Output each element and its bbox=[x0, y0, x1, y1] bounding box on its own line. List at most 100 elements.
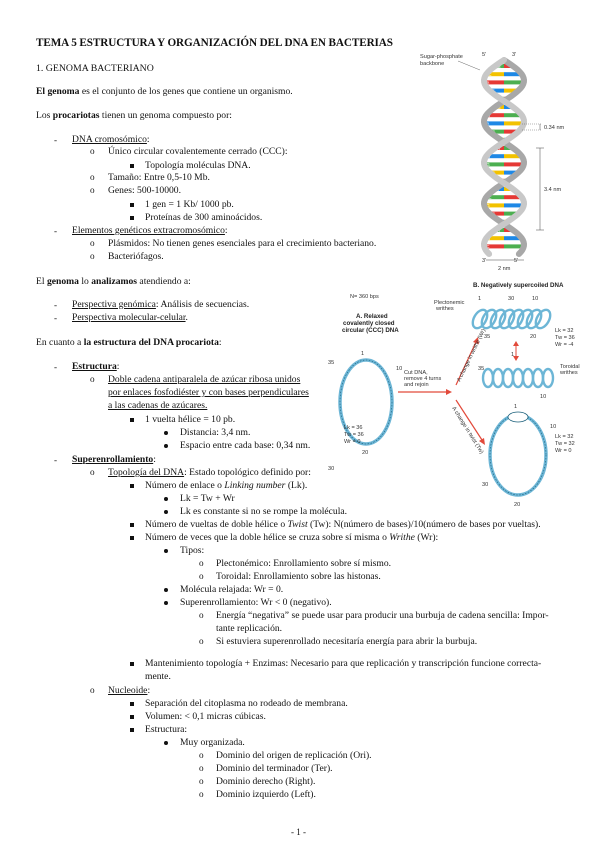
square-bullet bbox=[130, 536, 134, 540]
perspectiva-molecular: Perspectiva molecular-celular. bbox=[72, 312, 188, 323]
circle-bullet: o bbox=[90, 185, 95, 195]
twist-line: Número de vueltas de doble hélice o Twis… bbox=[145, 519, 541, 530]
circle-bullet: o bbox=[199, 750, 204, 760]
procariotas-line: Los procariotas tienen un genoma compues… bbox=[36, 110, 232, 121]
base-pair-half bbox=[486, 195, 504, 200]
base-pair-half bbox=[504, 154, 522, 159]
position-number: 10 bbox=[550, 424, 556, 430]
square-bullet bbox=[130, 728, 134, 732]
square-bullet bbox=[130, 523, 134, 527]
base-pair-half bbox=[504, 80, 524, 85]
circle-bullet: o bbox=[199, 763, 204, 773]
circle-bullet: o bbox=[90, 685, 95, 695]
toroidal-loop bbox=[521, 367, 535, 389]
list-item: Lk es constante si no se rompe la molécu… bbox=[180, 506, 348, 517]
list-item: Tipos: bbox=[180, 545, 205, 556]
dash-bullet: - bbox=[54, 300, 58, 310]
nucleoide-heading: Nucleoide: bbox=[108, 685, 151, 696]
base-letter: C bbox=[488, 195, 492, 200]
base-pair-half bbox=[489, 170, 504, 175]
list-item: Superenrollamiento: Wr < 0 (negativo). bbox=[180, 597, 332, 608]
square-bullet bbox=[130, 484, 134, 488]
square-bullet bbox=[130, 715, 134, 719]
list-item: Tamaño: Entre 0,5-10 Mb. bbox=[108, 172, 210, 183]
base-pair-half bbox=[504, 121, 524, 126]
base-pair-half bbox=[489, 129, 504, 134]
circle-bullet: o bbox=[199, 776, 204, 786]
circle-bullet: o bbox=[90, 467, 95, 477]
position-number: 1 bbox=[511, 352, 514, 358]
square-bullet bbox=[130, 702, 134, 706]
twist-arrow bbox=[455, 399, 483, 441]
helix-backbone-strand bbox=[480, 57, 528, 257]
position-number: 10 bbox=[532, 296, 538, 302]
base-pair-half bbox=[504, 162, 524, 167]
end-label: 5' bbox=[514, 258, 518, 264]
figure-b-title: B. Negatively supercoiled DNA bbox=[473, 282, 564, 289]
position-number: 30 bbox=[508, 296, 514, 302]
page-number: - 1 - bbox=[291, 827, 306, 837]
estructura-heading: Estructura: bbox=[72, 361, 120, 372]
list-item: 1 gen = 1 Kb/ 1000 pb. bbox=[145, 199, 234, 210]
estructura-desc: por enlaces fosfodiéster y con bases per… bbox=[108, 387, 309, 398]
list-item: Volumen: < 0,1 micras cúbicas. bbox=[145, 711, 266, 722]
b-values: Wr = -4 bbox=[555, 342, 573, 348]
circle-bullet: o bbox=[199, 610, 204, 620]
base-pair-half bbox=[504, 113, 522, 118]
circle-bullet: o bbox=[90, 251, 95, 261]
list-item: Plásmidos: No tienen genes esenciales pa… bbox=[108, 238, 377, 249]
perspectiva-genomica: Perspectiva genómica: Análisis de secuen… bbox=[72, 299, 250, 310]
supercoil-figure: B. Negatively supercoiled DNA N= 360 bps… bbox=[328, 282, 580, 508]
base-pair-half bbox=[504, 170, 519, 175]
helix-backbone-strand bbox=[480, 57, 528, 257]
list-item: tante replicación. bbox=[216, 623, 283, 634]
figure-a-title: circular (CCC) DNA bbox=[342, 327, 399, 334]
position-number: 35 bbox=[484, 334, 490, 340]
square-bullet bbox=[130, 203, 134, 207]
list-item: Lk = Tw + Wr bbox=[180, 493, 235, 504]
dash-bullet: - bbox=[54, 455, 58, 465]
position-number: 20 bbox=[514, 502, 520, 508]
base-pair-half bbox=[484, 244, 504, 249]
dash-bullet: - bbox=[54, 135, 58, 145]
circle-bullet: o bbox=[90, 238, 95, 248]
base-pair-half bbox=[504, 211, 519, 216]
figure-a-title: A. Relaxed bbox=[356, 313, 388, 320]
list-item: Dominio izquierdo (Left). bbox=[216, 789, 316, 800]
twist-dna-circle bbox=[488, 413, 548, 497]
dash-bullet: - bbox=[54, 313, 58, 323]
square-bullet bbox=[130, 662, 134, 666]
square-bullet bbox=[130, 164, 134, 168]
plectonemic-label: writhes bbox=[435, 306, 454, 312]
plectonemic-loop bbox=[480, 308, 498, 330]
dna-helix-figure: Sugar-phosphate backbone 5' 3' 3' 5' GCA… bbox=[420, 52, 565, 272]
b-values: Tw = 36 bbox=[555, 335, 575, 341]
plectonemic-loop bbox=[498, 308, 516, 330]
position-number: 20 bbox=[362, 450, 368, 456]
figure-a-title: covalently closed bbox=[343, 320, 395, 327]
base-pair-half bbox=[489, 211, 504, 216]
list-item: Energía “negativa” se puede usar para pr… bbox=[216, 610, 549, 621]
base-pair-half bbox=[484, 203, 504, 208]
plectonemic-loop bbox=[489, 308, 507, 330]
position-number: 10 bbox=[396, 366, 402, 372]
end-label: 5' bbox=[482, 52, 486, 58]
end-label: 3' bbox=[512, 52, 516, 58]
plectonemic-loop bbox=[525, 308, 543, 330]
dot-bullet bbox=[164, 588, 168, 592]
list-item: Dominio del terminador (Ter). bbox=[216, 763, 333, 774]
position-number: 35 bbox=[478, 366, 484, 372]
base-pair-half bbox=[504, 236, 522, 241]
backbone-label: Sugar-phosphate bbox=[420, 54, 463, 60]
circle-bullet: o bbox=[199, 636, 204, 646]
toroidal-label: writhes bbox=[559, 370, 578, 376]
dash-bullet: - bbox=[54, 362, 58, 372]
base-letter: C bbox=[486, 244, 490, 249]
base-pair-half bbox=[504, 244, 524, 249]
base-pair-half bbox=[504, 88, 519, 93]
plectonemic-loop bbox=[507, 308, 525, 330]
toroidal-loop bbox=[481, 367, 495, 389]
list-item: 1 vuelta hélice = 10 pb. bbox=[145, 414, 236, 425]
base-pair-half bbox=[486, 236, 504, 241]
plectonemic-loop bbox=[534, 308, 552, 330]
